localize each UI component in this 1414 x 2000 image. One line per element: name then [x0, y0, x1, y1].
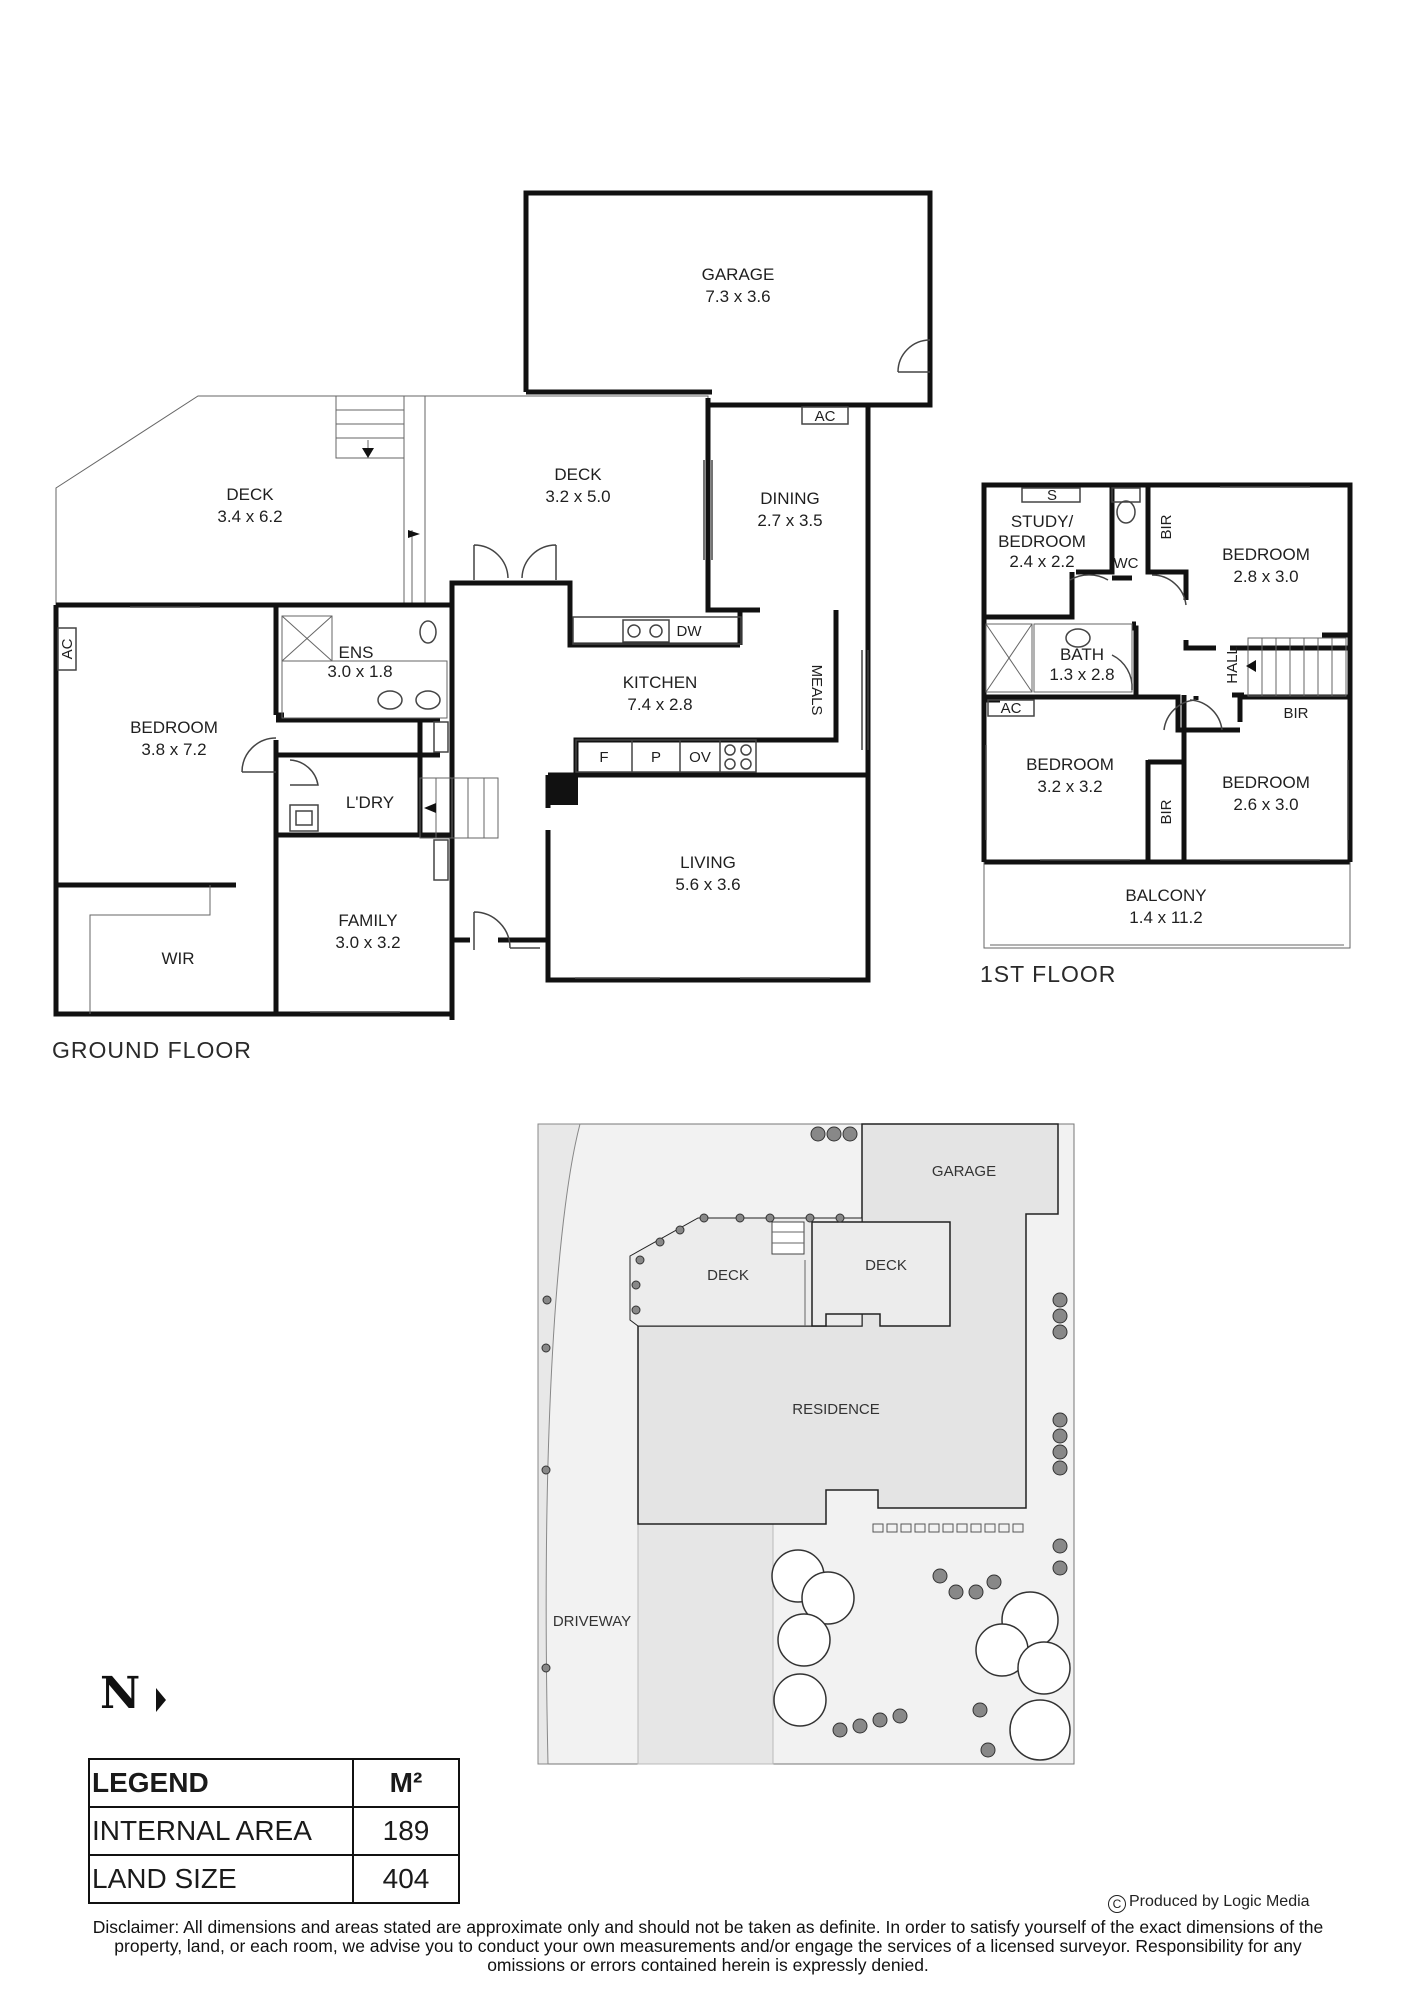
- bedroom-ac-label: AC: [59, 638, 76, 659]
- room-wc: WC: [1069, 487, 1141, 581]
- bath-name: BATH: [1060, 645, 1104, 664]
- legend-row-label: INTERNAL AREA: [88, 1806, 354, 1856]
- north-label: N: [100, 1668, 141, 1719]
- first-floor-plan: S STUDY/ BEDROOM 2.4 x 2.2 WC BIR BEDROO…: [980, 482, 1353, 987]
- family-dims: 3.0 x 3.2: [335, 933, 400, 952]
- room-bedroom-sw: AC BEDROOM 3.2 x 3.2: [985, 699, 1130, 861]
- room-deck-east: DECK 3.2 x 5.0: [425, 395, 709, 610]
- room-balcony: BALCONY 1.4 x 11.2: [1125, 886, 1206, 927]
- wir-name: WIR: [161, 949, 194, 968]
- ens-dims: 3.0 x 1.8: [327, 662, 392, 681]
- room-kitchen: DW KITCHEN 7.4 x 2.8 F P OV MEALS: [572, 616, 825, 773]
- garden-dots: [872, 1523, 1024, 1533]
- deck-east-dims: 3.2 x 5.0: [545, 487, 610, 506]
- room-bedroom-se: BEDROOM 2.6 x 3.0: [1220, 760, 1349, 861]
- hall-name: HALL: [1224, 646, 1241, 684]
- room-bedroom-ne: BEDROOM 2.8 x 3.0: [1151, 486, 1310, 606]
- site-garage-label: GARAGE: [932, 1163, 996, 1180]
- room-bath: BATH 1.3 x 2.8: [985, 623, 1133, 693]
- legend-table: LEGEND M² INTERNAL AREA 189 LAND SIZE 40…: [88, 1758, 460, 1904]
- kitchen-p-label: P: [651, 749, 661, 766]
- wc-name: WC: [1114, 555, 1139, 572]
- legend-header-row: LEGEND M²: [88, 1758, 460, 1808]
- room-wir: WIR: [161, 949, 194, 968]
- bedroom-name: BEDROOM: [130, 718, 218, 737]
- garage-name: GARAGE: [702, 265, 775, 284]
- legend-unit: M²: [352, 1758, 460, 1808]
- bedroom-sw-ac-label: AC: [1001, 700, 1022, 717]
- bedroom-se-name: BEDROOM: [1222, 773, 1310, 792]
- kitchen-dw-label: DW: [677, 623, 703, 640]
- kitchen-f-label: F: [599, 749, 608, 766]
- room-family: FAMILY 3.0 x 3.2: [335, 911, 540, 952]
- legend-header: LEGEND: [88, 1758, 354, 1808]
- legend-row-label: LAND SIZE: [88, 1854, 354, 1904]
- room-bir-mid: BIR: [1283, 705, 1308, 722]
- bir-top-name: BIR: [1158, 514, 1175, 539]
- room-living: LIVING 5.6 x 3.6: [575, 853, 830, 979]
- legend-row: LAND SIZE 404: [88, 1854, 460, 1904]
- dining-dims: 2.7 x 3.5: [757, 511, 822, 530]
- living-dims: 5.6 x 3.6: [675, 875, 740, 894]
- meals-name: MEALS: [808, 665, 825, 716]
- deck-west-dims: 3.4 x 6.2: [217, 507, 282, 526]
- room-bir-low: BIR: [1158, 799, 1175, 824]
- study-name-line2: BEDROOM: [998, 532, 1086, 551]
- balcony-dims: 1.4 x 11.2: [1129, 908, 1202, 927]
- study-s-label: S: [1047, 487, 1057, 504]
- room-deck-west: DECK 3.4 x 6.2: [55, 395, 426, 605]
- bedroom-ne-name: BEDROOM: [1222, 545, 1310, 564]
- kitchen-name: KITCHEN: [623, 673, 698, 692]
- bedroom-ne-dims: 2.8 x 3.0: [1233, 567, 1298, 586]
- kitchen-ov-label: OV: [689, 749, 711, 766]
- bir-low-name: BIR: [1158, 799, 1175, 824]
- balcony-name: BALCONY: [1125, 886, 1206, 905]
- bir-mid-name: BIR: [1283, 705, 1308, 722]
- room-bir-top: BIR: [1158, 514, 1175, 539]
- produced-by-text: Produced by Logic Media: [1129, 1893, 1310, 1910]
- legend-row-value: 404: [352, 1854, 460, 1904]
- deck-east-name: DECK: [554, 465, 602, 484]
- room-dining: AC DINING 2.7 x 3.5: [703, 398, 871, 613]
- living-name: LIVING: [680, 853, 736, 872]
- bedroom-dims: 3.8 x 7.2: [141, 740, 206, 759]
- family-name: FAMILY: [338, 911, 397, 930]
- site-deck-west-label: DECK: [707, 1267, 749, 1284]
- site-trees: [541, 1126, 1071, 1761]
- deck-west-name: DECK: [226, 485, 274, 504]
- dining-name: DINING: [760, 489, 820, 508]
- bedroom-sw-name: BEDROOM: [1026, 755, 1114, 774]
- room-laundry: L'DRY: [289, 721, 499, 881]
- copyright-icon: C: [1108, 1895, 1126, 1913]
- laundry-name: L'DRY: [346, 793, 394, 812]
- ground-floor-walls: [53, 580, 871, 1020]
- room-ens: ENS 3.0 x 1.8: [281, 615, 448, 719]
- disclaimer-text: Disclaimer: All dimensions and areas sta…: [92, 1917, 1324, 1975]
- legend-row-value: 189: [352, 1806, 460, 1856]
- kitchen-dims: 7.4 x 2.8: [627, 695, 692, 714]
- legend-row: INTERNAL AREA 189: [88, 1806, 460, 1856]
- room-study: S STUDY/ BEDROOM 2.4 x 2.2: [998, 487, 1086, 571]
- ground-floor-label: GROUND FLOOR: [52, 1037, 252, 1063]
- bath-dims: 1.3 x 2.8: [1049, 665, 1114, 684]
- first-floor-label: 1ST FLOOR: [980, 961, 1116, 987]
- site-driveway-label: DRIVEWAY: [553, 1613, 631, 1630]
- bedroom-se-dims: 2.6 x 3.0: [1233, 795, 1298, 814]
- study-name-line1: STUDY/: [1011, 512, 1074, 531]
- room-bedroom: AC BEDROOM 3.8 x 7.2: [57, 606, 400, 1013]
- site-plan: GARAGE DECK DECK RESIDENCE DRIVEWAY: [537, 1123, 1075, 1765]
- study-dims: 2.4 x 2.2: [1009, 552, 1074, 571]
- ens-name: ENS: [339, 643, 374, 662]
- bedroom-sw-dims: 3.2 x 3.2: [1037, 777, 1102, 796]
- site-deck-east-label: DECK: [865, 1257, 907, 1274]
- room-hall: HALL: [1163, 637, 1347, 731]
- garage-dims: 7.3 x 3.6: [705, 287, 770, 306]
- site-residence-label: RESIDENCE: [792, 1401, 880, 1418]
- north-arrow-icon: [156, 1688, 166, 1712]
- room-garage: GARAGE 7.3 x 3.6: [523, 190, 933, 408]
- ground-floor-plan: GARAGE 7.3 x 3.6 DECK 3.4 x 6.2 DECK 3.2…: [52, 190, 933, 1063]
- dining-ac-label: AC: [815, 408, 836, 425]
